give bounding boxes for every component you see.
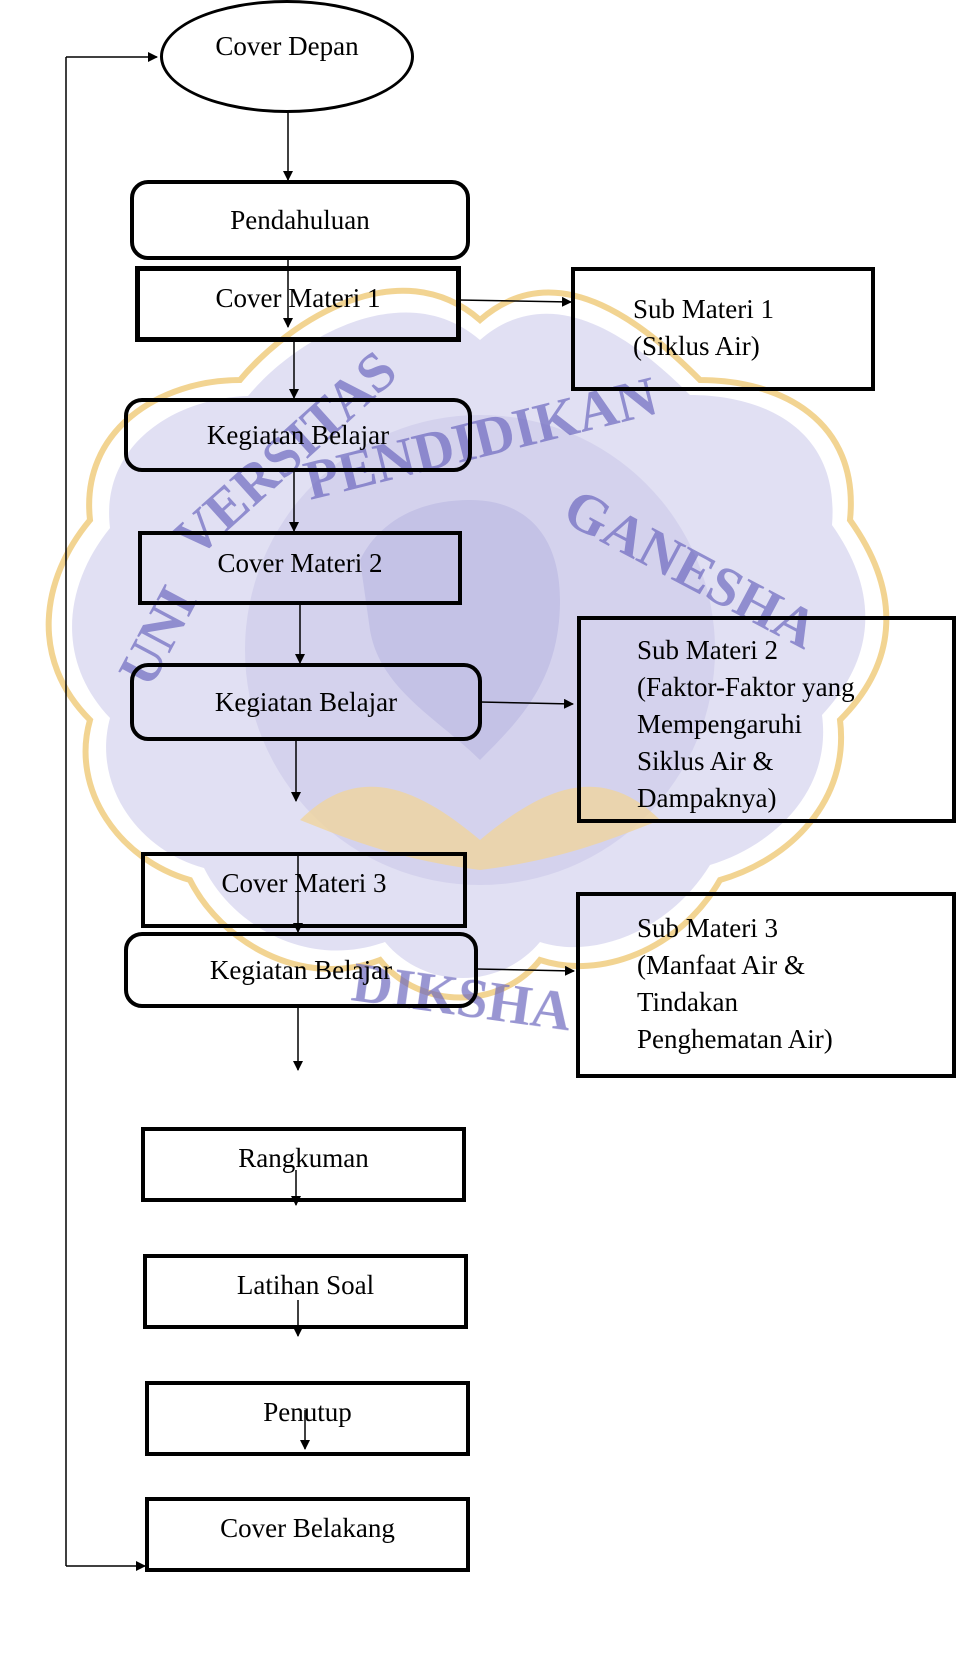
node-cover-materi-1-label: Cover Materi 1 <box>215 282 381 313</box>
sub-materi-3-line-3: Penghematan Air) <box>637 1024 833 1054</box>
node-rangkuman: Rangkuman <box>141 1127 466 1202</box>
node-latihan-soal-label: Latihan Soal <box>236 1270 375 1301</box>
node-cover-materi-2: Cover Materi 2 <box>138 531 462 605</box>
node-cover-depan: Cover Depan <box>160 0 414 113</box>
sub-materi-1-title: Sub Materi 1 <box>633 294 774 324</box>
sub-materi-3-box: Sub Materi 3 (Manfaat Air & Tindakan Pen… <box>576 892 956 1078</box>
node-kegiatan-belajar-1-label: Kegiatan Belajar <box>206 419 390 450</box>
sub-materi-2-line-3: Siklus Air & <box>637 746 774 776</box>
sub-materi-3-line-2: Tindakan <box>637 987 739 1017</box>
sub-materi-2-box: Sub Materi 2 (Faktor-Faktor yang Mempeng… <box>577 616 956 823</box>
sub-materi-2-line-2: Mempengaruhi <box>637 709 802 739</box>
node-cover-belakang-label: Cover Belakang <box>220 1513 395 1544</box>
sub-materi-1-topic: (Siklus Air) <box>633 331 760 361</box>
node-kegiatan-belajar-2-label: Kegiatan Belajar <box>214 686 398 717</box>
sub-materi-2-line-1: (Faktor-Faktor yang <box>637 672 855 702</box>
node-pendahuluan: Pendahuluan <box>130 180 470 260</box>
node-penutup-label: Penutup <box>263 1397 352 1428</box>
node-cover-depan-label: Cover Depan <box>215 31 359 62</box>
node-cover-materi-2-label: Cover Materi 2 <box>217 547 383 578</box>
sub-materi-2-line-4: Dampaknya) <box>637 783 777 813</box>
sub-materi-1-box: Sub Materi 1 (Siklus Air) <box>571 267 875 391</box>
node-cover-materi-1: Cover Materi 1 <box>135 266 461 342</box>
node-kegiatan-belajar-2: Kegiatan Belajar <box>130 663 482 741</box>
node-latihan-soal: Latihan Soal <box>143 1254 468 1329</box>
node-rangkuman-label: Rangkuman <box>238 1143 369 1174</box>
node-cover-materi-3-label: Cover Materi 3 <box>221 867 387 898</box>
node-kegiatan-belajar-3-label: Kegiatan Belajar <box>209 954 393 985</box>
sub-materi-3-title: Sub Materi 3 <box>637 913 778 943</box>
node-cover-belakang: Cover Belakang <box>145 1497 470 1572</box>
node-kegiatan-belajar-3: Kegiatan Belajar <box>124 932 478 1008</box>
node-penutup: Penutup <box>145 1381 470 1456</box>
sub-materi-2-title: Sub Materi 2 <box>637 635 778 665</box>
sub-materi-3-line-1: (Manfaat Air & <box>637 950 805 980</box>
node-kegiatan-belajar-1: Kegiatan Belajar <box>124 398 472 472</box>
node-pendahuluan-label: Pendahuluan <box>230 204 370 235</box>
node-cover-materi-3: Cover Materi 3 <box>141 852 467 928</box>
